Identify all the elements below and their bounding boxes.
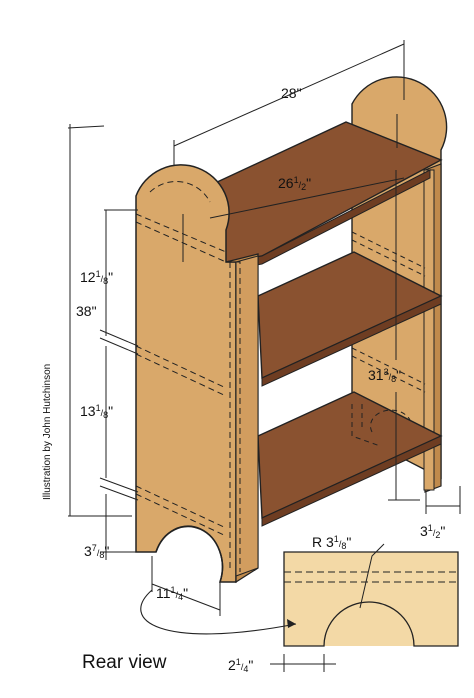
dim-arch-width <box>151 556 221 616</box>
far-panel-dado-lines <box>351 231 426 447</box>
dim-shelf-depth <box>388 170 420 501</box>
dim-overall-height <box>67 124 132 517</box>
dim-shelf-spacings <box>99 209 139 560</box>
radius-leader <box>359 543 385 609</box>
illustration-credit: Illustration by John Hutchinson <box>42 364 53 500</box>
rear-view-title: Rear view <box>82 652 167 673</box>
rear-view-dado-lines <box>284 571 458 583</box>
dim-shelf-width-line <box>209 177 405 219</box>
dim-overall-width <box>173 40 405 166</box>
dim-side-thickness <box>425 486 461 514</box>
label-shelf-width: 261/2" <box>278 175 311 192</box>
dim-detail-offset <box>270 654 336 672</box>
label-overall-width: 28" <box>281 85 302 101</box>
detail-callout-arrow <box>140 589 297 635</box>
near-panel-dado-lines <box>135 180 241 572</box>
near-side-panel <box>135 164 237 583</box>
label-shelf-depth: 313/8" <box>368 367 401 384</box>
label-middle-spacing: 131/8" <box>80 403 113 420</box>
label-detail-offset: 21/4" <box>228 657 253 674</box>
label-bottom-offset: 37/8" <box>84 543 109 560</box>
rear-view-outline <box>283 551 459 647</box>
label-arch-width: 111/4" <box>156 585 188 602</box>
near-side-arch <box>155 525 224 583</box>
label-side-thickness: 31/2" <box>420 523 445 540</box>
label-overall-height: 38" <box>76 303 97 319</box>
detail-callout-arrowhead <box>287 619 296 628</box>
near-side-edge-front <box>235 255 259 577</box>
label-radius: R 31/8" <box>312 534 351 551</box>
label-upper-spacing: 121/8" <box>80 269 113 286</box>
